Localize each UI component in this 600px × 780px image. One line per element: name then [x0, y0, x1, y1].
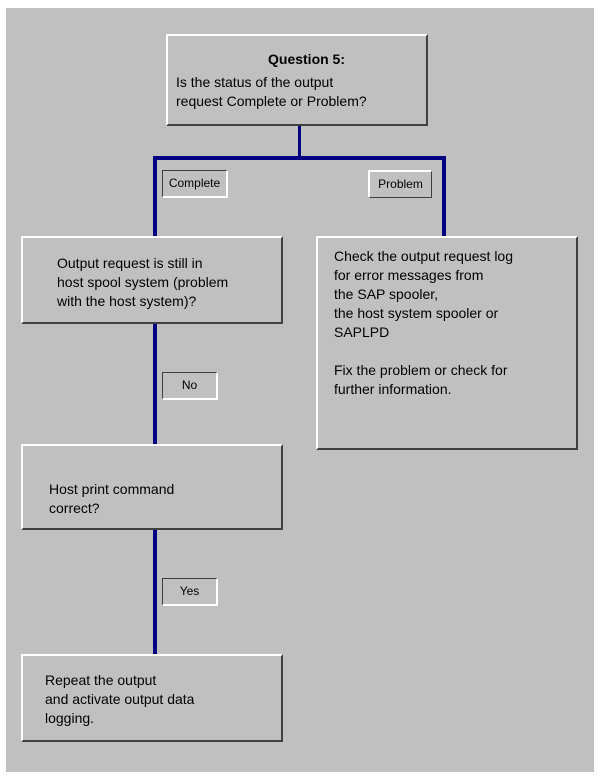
answer-label-yes: Yes: [162, 578, 218, 606]
host-spool-question-box: Output request is still in host spool sy…: [21, 236, 283, 324]
connector-left-branch-down: [153, 156, 157, 238]
connector-right-branch-down: [442, 156, 446, 238]
connector-print-to-repeat: [153, 528, 157, 656]
print-command-question-text: Host print command correct?: [49, 481, 175, 516]
print-command-question-box: Host print command correct?: [21, 444, 283, 530]
flowchart-canvas: Question 5: Is the status of the output …: [6, 8, 594, 772]
repeat-output-action-text: Repeat the output and activate output da…: [45, 672, 195, 726]
connector-spool-to-print: [153, 322, 157, 446]
branch-label-problem: Problem: [368, 170, 432, 198]
branch-label-complete: Complete: [162, 170, 228, 198]
check-log-action-text: Check the output request log for error m…: [334, 248, 514, 397]
connector-horizontal-branch: [153, 156, 446, 160]
question-title: Question 5:: [268, 51, 346, 67]
host-spool-question-text: Output request is still in host spool sy…: [57, 255, 229, 309]
question-text: Is the status of the output request Comp…: [176, 74, 367, 109]
check-log-action-box: Check the output request log for error m…: [316, 236, 578, 450]
connector-question-down: [298, 124, 301, 158]
repeat-output-action-box: Repeat the output and activate output da…: [21, 654, 283, 742]
answer-label-no: No: [162, 372, 218, 400]
question-box: Question 5: Is the status of the output …: [166, 34, 428, 126]
